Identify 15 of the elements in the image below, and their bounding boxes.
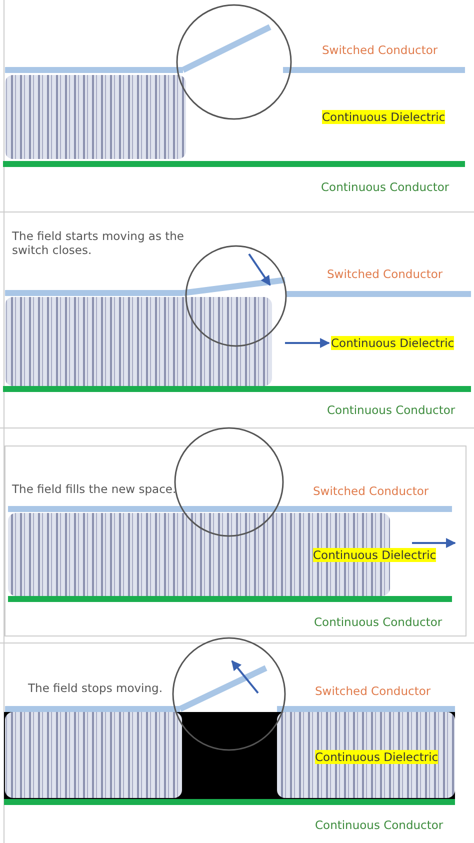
dielectric-label: Continuous Dielectric	[322, 110, 446, 124]
conductor-label: Switched Conductor	[315, 684, 431, 698]
conductor-label: Switched Conductor	[322, 43, 438, 57]
note-text: The field stops moving.	[28, 681, 164, 695]
conductor-label: Continuous Conductor	[321, 180, 450, 194]
conductor-label: Continuous Conductor	[314, 615, 442, 629]
dielectric-label: Continuous Dielectric	[315, 750, 438, 764]
conductor-label: Switched Conductor	[313, 484, 429, 498]
conductor-label: Continuous Conductor	[327, 403, 456, 417]
dielectric-label: Continuous Dielectric	[331, 336, 454, 350]
dielectric-label: Continuous Dielectric	[313, 548, 436, 562]
conductor-label: Switched Conductor	[327, 267, 443, 281]
note-text: The field starts moving as the switch closes.	[12, 229, 185, 257]
conductor-label: Continuous Conductor	[315, 818, 444, 832]
note-text: The field fills the new space.	[12, 482, 178, 496]
